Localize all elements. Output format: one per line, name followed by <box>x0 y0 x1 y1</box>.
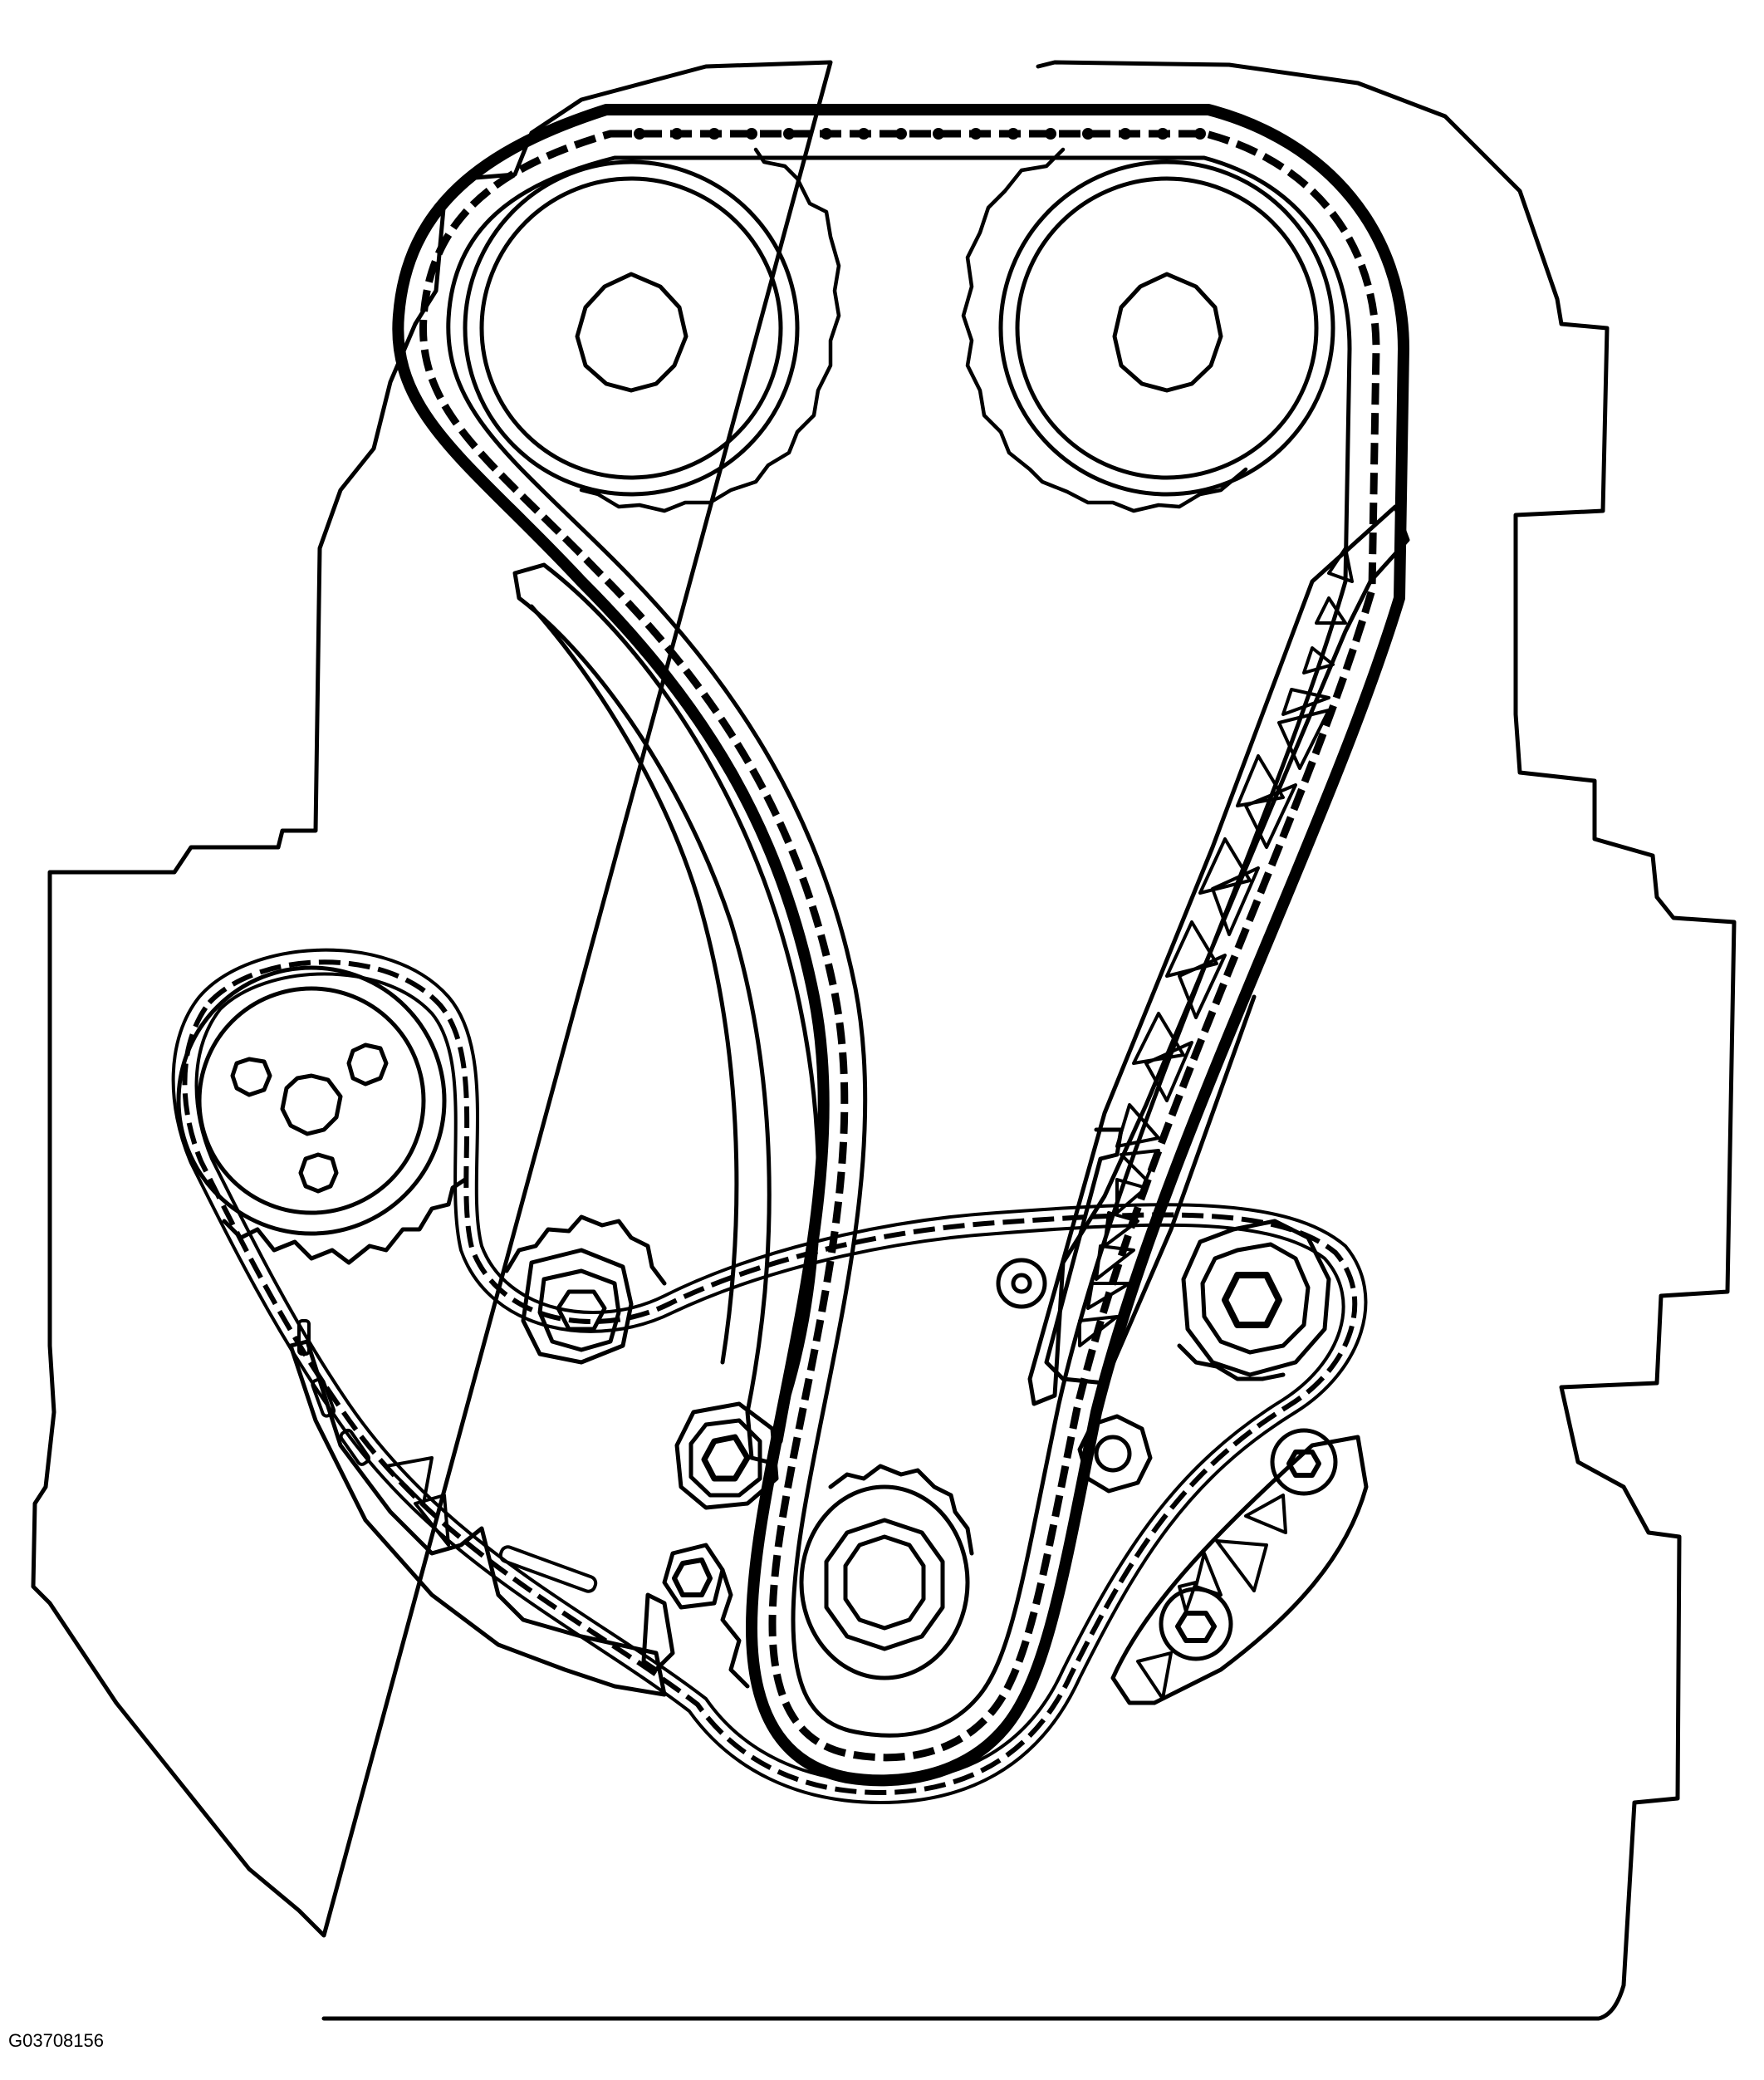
lower-left-guide-cutouts <box>297 1319 598 1593</box>
tensioner-lower-bolt <box>1077 1414 1153 1494</box>
tensioner-center-bolt <box>996 1258 1047 1309</box>
idler-teeth <box>504 1214 667 1286</box>
idler-bolt <box>556 1289 607 1332</box>
idler-ring-inner <box>537 1268 621 1352</box>
primary-chain-inner <box>446 155 1352 1738</box>
crank-sprocket <box>720 1464 974 1689</box>
crank-ring-outer <box>799 1484 970 1680</box>
left-intermediate-ring-inner <box>197 986 426 1215</box>
left-cam-teeth <box>579 147 841 513</box>
right-balance-ring-outer <box>1181 1219 1331 1377</box>
left-intermediate-bolt-right <box>346 1042 389 1087</box>
secondary-chain-inner <box>194 972 1345 1783</box>
left-cam-hub-inner <box>479 176 783 480</box>
small-bolt-lower <box>641 1543 725 1672</box>
crank-teeth <box>828 1464 974 1556</box>
primary-chain-links <box>419 130 1380 1762</box>
left-intermediate-sprocket <box>176 965 468 1265</box>
right-cam-hub-outer <box>998 159 1335 497</box>
mid-bolt-boss <box>674 1401 779 1510</box>
lower-right-tensioner <box>1110 1428 1369 1705</box>
right-balance-bolt <box>1222 1272 1282 1328</box>
idler-ring-outer <box>521 1248 634 1365</box>
left-intermediate-bolt-center <box>280 1073 343 1136</box>
right-cam-hub-inner <box>1015 176 1319 480</box>
right-cam-bolt <box>1112 272 1223 393</box>
left-intermediate-teeth <box>222 1177 468 1265</box>
right-balance-sprocket <box>1177 1219 1331 1381</box>
right-cam-teeth <box>961 147 1248 513</box>
crank-bolt <box>843 1534 926 1631</box>
lower-left-guide <box>288 1339 667 1697</box>
chain-pins-top <box>634 128 1206 140</box>
left-cam-hub-outer <box>463 159 800 497</box>
figure-id-label: G03708156 <box>8 2030 104 2051</box>
left-intermediate-ring-outer <box>176 965 447 1236</box>
crank-ring-mid <box>824 1518 945 1651</box>
right-balance-ring-inner <box>1200 1242 1311 1355</box>
secondary-chain <box>171 948 1368 1804</box>
engine-block-outline <box>31 60 1737 2021</box>
tensioner-rail-cutouts <box>1078 547 1354 1347</box>
crank-teeth-left <box>720 1567 750 1689</box>
primary-chain-outer <box>392 104 1409 1787</box>
right-balance-teeth <box>1177 1343 1286 1381</box>
idler-sprocket <box>504 1214 667 1365</box>
fixed-guide-rail-edge <box>529 604 739 1365</box>
left-cam-bolt <box>575 272 688 393</box>
left-intermediate-bolt-bottom <box>298 1152 339 1194</box>
secondary-chain-links <box>182 959 1358 1795</box>
right-cam-sprocket <box>961 147 1335 513</box>
left-intermediate-bolt-left <box>230 1057 272 1097</box>
tensioner-rail <box>1027 504 1410 1406</box>
left-cam-sprocket <box>463 147 841 513</box>
